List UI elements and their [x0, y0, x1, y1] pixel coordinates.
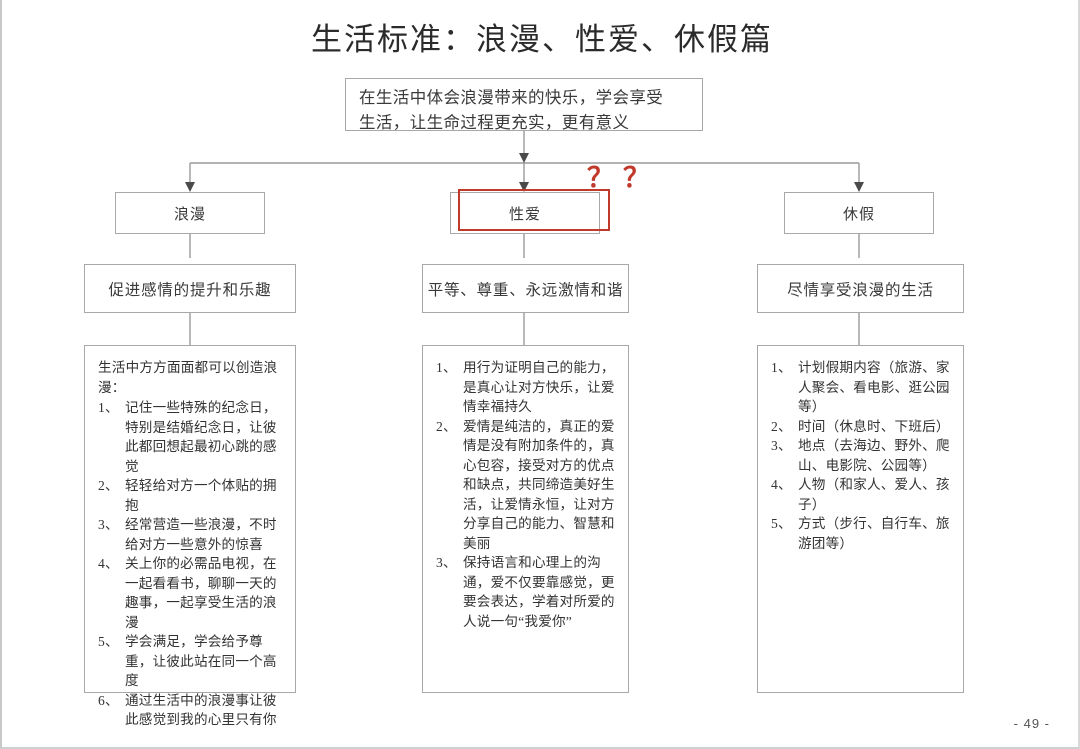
list-item: 经常营造一些浪漫，不时给对方一些意外的惊喜	[98, 515, 277, 552]
list-item: 爱情是纯洁的，真正的爱情是没有附加条件的，真心包容，接受对方的优点和缺点，共同缔…	[436, 417, 615, 551]
red-highlight-rectangle	[458, 189, 610, 231]
detail-list-romance: 记住一些特殊的纪念日，特别是结婚纪念日，让彼此都回想起最初心跳的感觉 轻轻给对方…	[98, 398, 284, 730]
root-line-1: 在生活中体会浪漫带来的快乐，学会享受	[359, 88, 664, 107]
page-title: 生活标准：浪漫、性爱、休假篇	[311, 22, 773, 57]
list-item: 通过生活中的浪漫事让彼此感觉到我的心里只有你	[98, 691, 277, 728]
detail-panel-romance: 生活中方方面面都可以创造浪漫： 记住一些特殊的纪念日，特别是结婚纪念日，让彼此都…	[84, 345, 296, 727]
list-item: 地点（去海边、野外、爬山、电影院、公园等）	[771, 436, 950, 473]
list-item: 保持语言和心理上的沟通，爱不仅要靠感觉，更要会表达，学着对所爱的人说一句“我爱你…	[436, 553, 615, 629]
detail-list-holiday: 计划假期内容（旅游、家人聚会、看电影、逛公园等） 时间（休息时、下班后） 地点（…	[771, 358, 952, 553]
node-holiday-principle: 尽情享受浪漫的生活	[757, 264, 964, 313]
detail-intro-romance: 生活中方方面面都可以创造浪漫：	[98, 360, 278, 395]
node-holiday[interactable]: 休假	[784, 192, 934, 234]
question-mark-annotation: ？？	[587, 163, 659, 193]
page-number: - 49 -	[1013, 716, 1050, 731]
list-item: 人物（和家人、爱人、孩子）	[771, 475, 950, 512]
detail-panel-sex: 用行为证明自己的能力，是真心让对方快乐，让爱情幸福持久 爱情是纯洁的，真正的爱情…	[422, 345, 629, 693]
list-item: 计划假期内容（旅游、家人聚会、看电影、逛公园等）	[771, 358, 950, 414]
list-item: 用行为证明自己的能力，是真心让对方快乐，让爱情幸福持久	[436, 358, 615, 414]
list-item: 时间（休息时、下班后）	[771, 417, 950, 436]
node-romance-principle: 促进感情的提升和乐趣	[84, 264, 296, 313]
node-sex-principle: 平等、尊重、永远激情和谐	[422, 264, 629, 313]
list-item: 记住一些特殊的纪念日，特别是结婚纪念日，让彼此都回想起最初心跳的感觉	[98, 398, 277, 474]
detail-list-sex: 用行为证明自己的能力，是真心让对方快乐，让爱情幸福持久 爱情是纯洁的，真正的爱情…	[436, 358, 617, 631]
list-item: 轻轻给对方一个体贴的拥抱	[98, 476, 277, 513]
list-item: 方式（步行、自行车、旅游团等）	[771, 514, 950, 551]
list-item: 学会满足，学会给予尊重，让彼此站在同一个高度	[98, 632, 277, 688]
node-romance[interactable]: 浪漫	[115, 192, 265, 234]
list-item: 关上你的必需品电视，在一起看看书，聊聊一天的趣事，一起享受生活的浪漫	[98, 554, 277, 630]
detail-panel-holiday: 计划假期内容（旅游、家人聚会、看电影、逛公园等） 时间（休息时、下班后） 地点（…	[757, 345, 964, 693]
root-statement-box: 在生活中体会浪漫带来的快乐，学会享受 生活，让生命过程更充实，更有意义	[345, 78, 703, 132]
root-line-2: 生活，让生命过程更充实，更有意义	[359, 113, 630, 132]
node-sex[interactable]: 性爱	[450, 192, 600, 234]
